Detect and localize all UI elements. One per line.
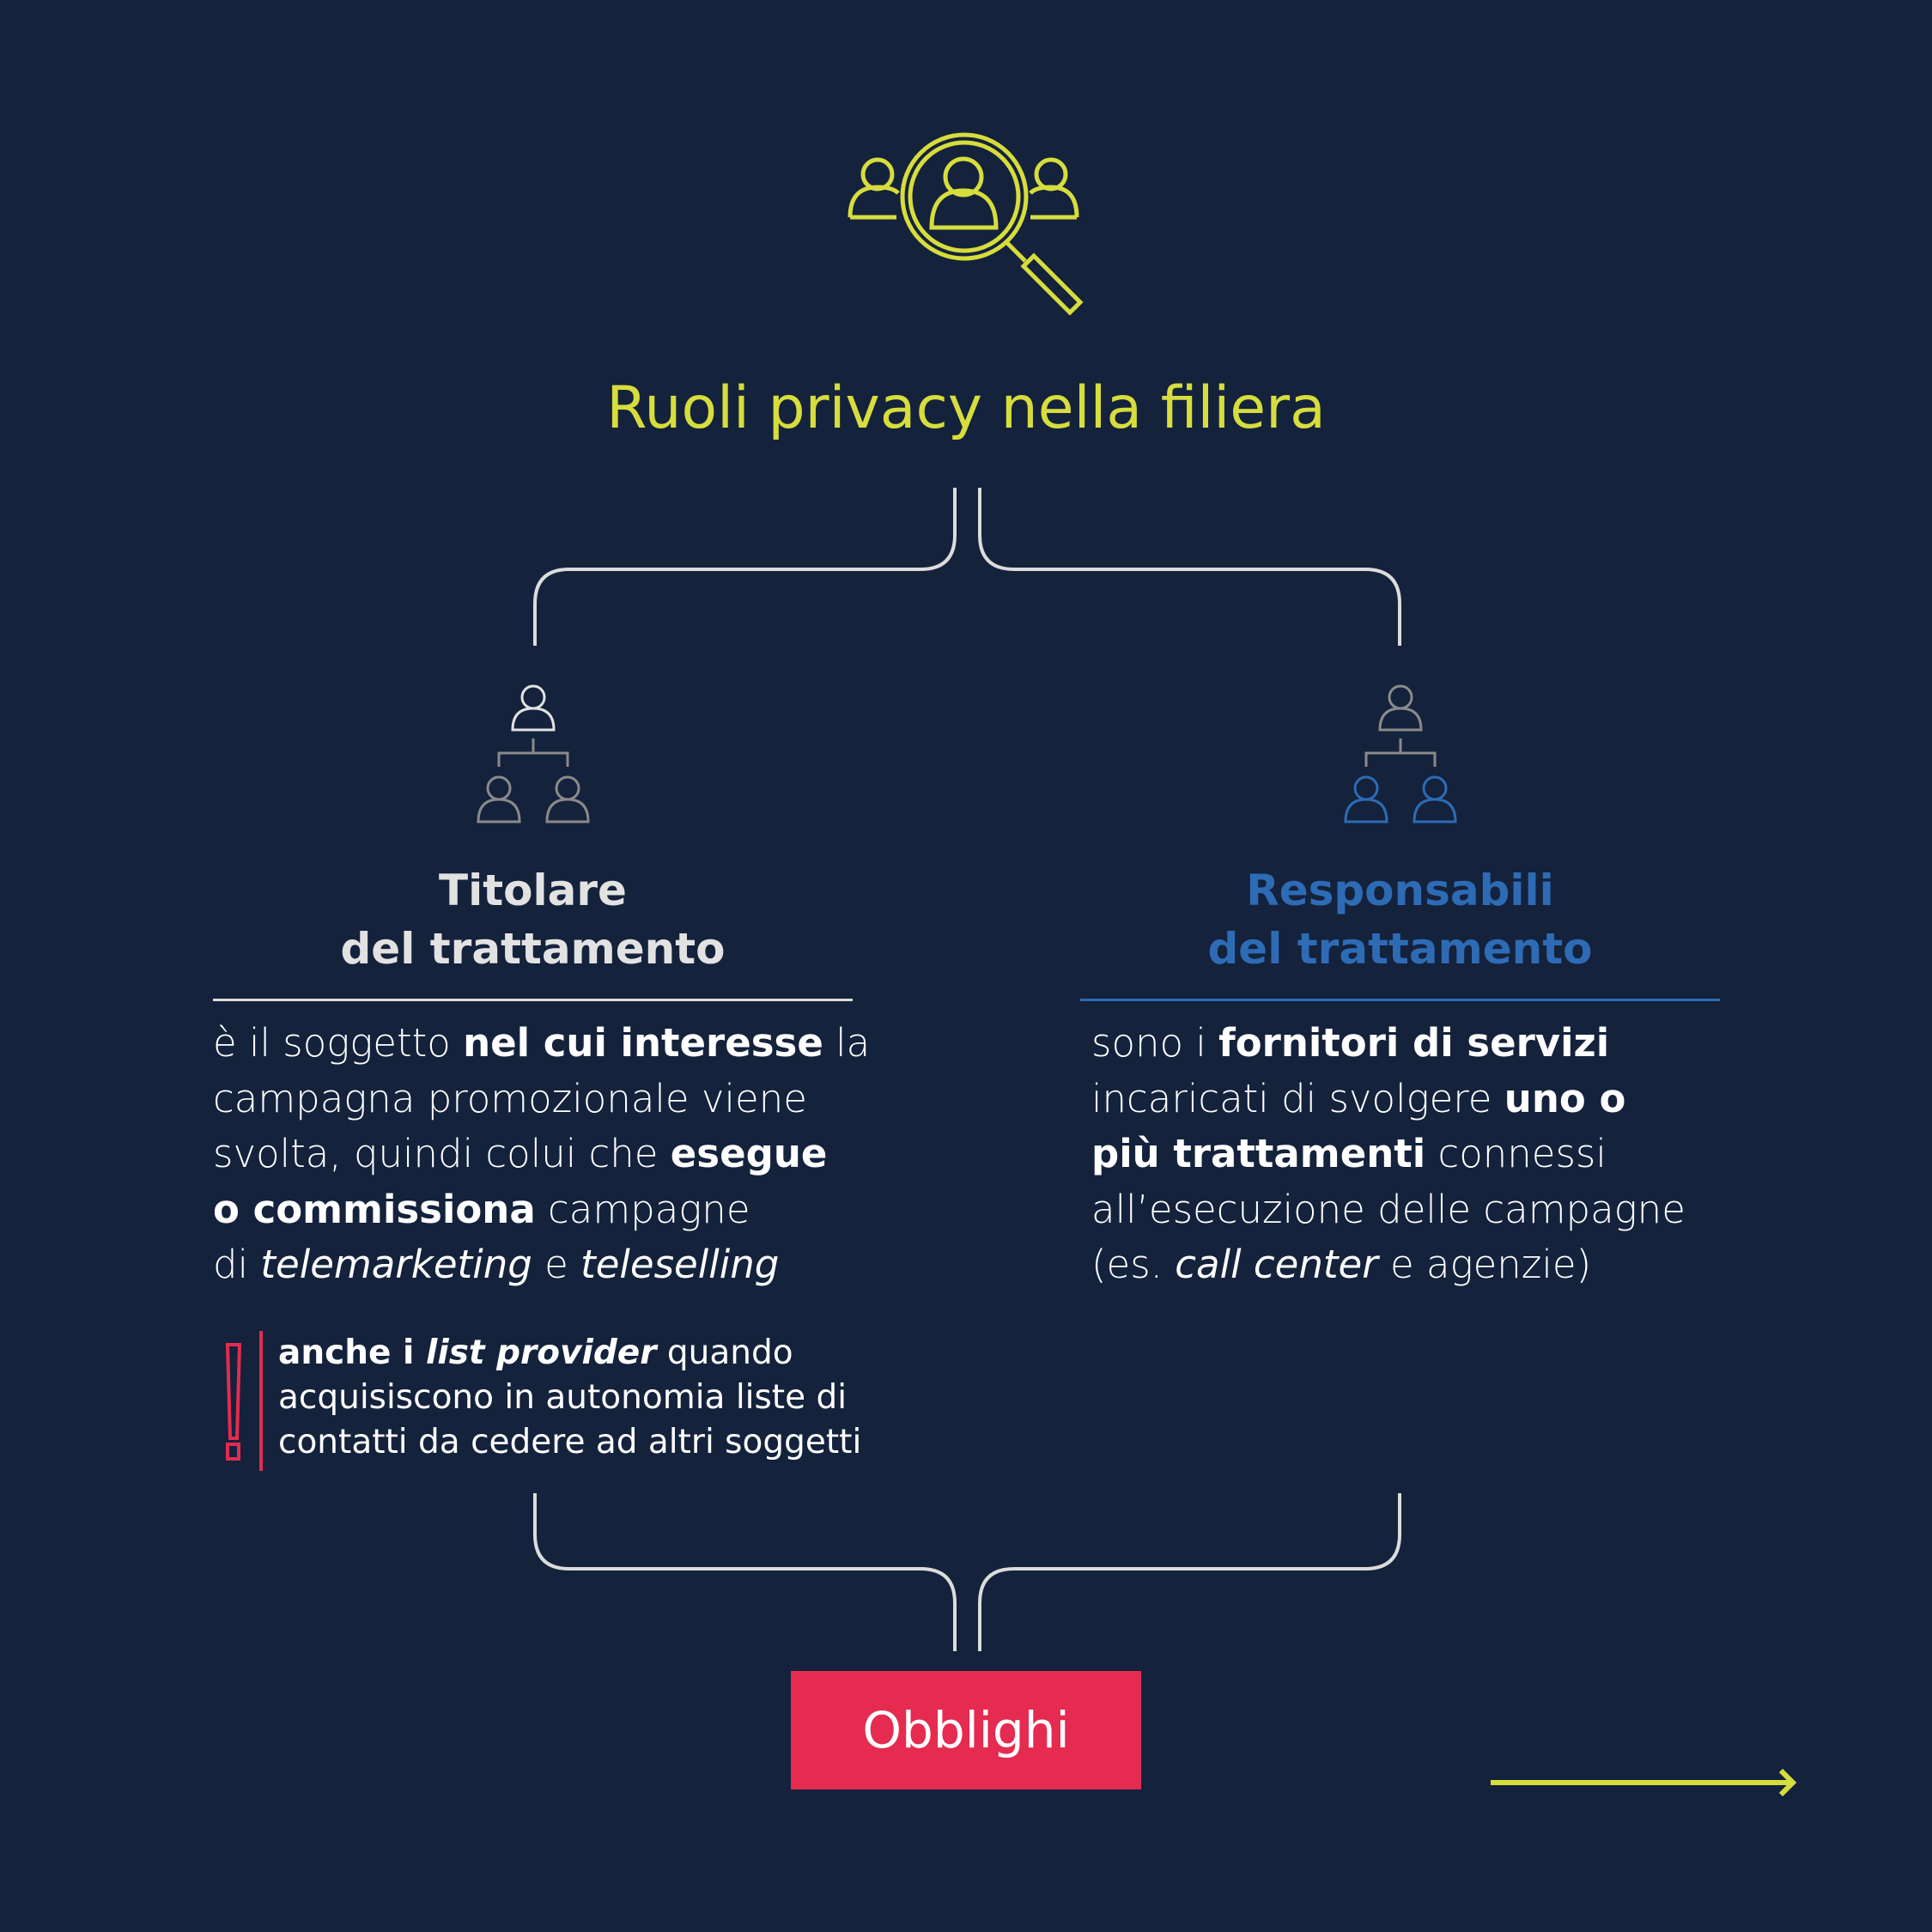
- text-segment: quando: [656, 1334, 793, 1372]
- text-segment: acquisiscono in autonomia liste di: [278, 1378, 848, 1417]
- heading-line: Titolare: [439, 866, 627, 915]
- text-segment: di: [213, 1242, 261, 1288]
- text-line: è il soggetto nel cui interesse la: [213, 1016, 870, 1072]
- text-line: campagna promozionale viene: [213, 1072, 870, 1127]
- text-line: anche i list provider quando: [278, 1331, 861, 1376]
- text-segment: campagne: [535, 1186, 750, 1232]
- bottom-bracket-right: [978, 1493, 1401, 1651]
- text-segment: svolta, quindi colui che: [213, 1131, 671, 1177]
- heading-line: Responsabili: [1246, 866, 1554, 915]
- text-line: acquisiscono in autonomia liste di: [278, 1376, 861, 1420]
- top-bracket-right: [978, 488, 1401, 646]
- text-segment: contatti da cedere ad altri soggetti: [278, 1423, 862, 1461]
- text-segment: e: [532, 1242, 581, 1288]
- text-segment: (es.: [1091, 1242, 1176, 1288]
- text-segment: campagna promozionale viene: [213, 1075, 807, 1121]
- divider-left: [213, 999, 853, 1001]
- heading-titolare: Titolare del trattamento: [213, 861, 853, 978]
- text-segment: nel cui interesse: [463, 1020, 823, 1066]
- obblighi-button[interactable]: Obblighi: [791, 1671, 1141, 1789]
- text-segment: teleselling: [580, 1242, 780, 1288]
- arrow-right-icon[interactable]: [1491, 1768, 1797, 1797]
- text-segment: list provider: [425, 1334, 657, 1372]
- heading-line: del trattamento: [340, 924, 726, 974]
- text-line: contatti da cedere ad altri soggetti: [278, 1420, 861, 1465]
- org-chart-icon-left: [477, 684, 590, 823]
- text-segment: all’esecuzione delle campagne: [1091, 1186, 1686, 1232]
- text-segment: telemarketing: [260, 1242, 532, 1288]
- top-bracket-left: [533, 488, 957, 646]
- people-search-icon: [848, 132, 1084, 316]
- text-segment: fornitori di servizi: [1218, 1020, 1610, 1066]
- divider-right: [1080, 999, 1720, 1001]
- text-segment: più trattamenti: [1091, 1131, 1426, 1177]
- text-segment: anche i: [278, 1334, 426, 1372]
- text-segment: uno o: [1504, 1075, 1626, 1121]
- note-accent-bar: [259, 1331, 263, 1471]
- org-chart-icon-right: [1344, 684, 1457, 823]
- text-line: (es. call center e agenzie): [1091, 1237, 1686, 1293]
- page-title: Ruoli privacy nella filiera: [606, 374, 1326, 442]
- text-line: all’esecuzione delle campagne: [1091, 1182, 1686, 1238]
- text-segment: esegue: [670, 1131, 828, 1177]
- text-line: o commissiona campagne: [213, 1182, 870, 1238]
- text-line: di telemarketing e teleselling: [213, 1237, 870, 1293]
- text-segment: la: [823, 1020, 871, 1066]
- exclamation-icon: [225, 1343, 242, 1461]
- text-line: sono i fornitori di servizi: [1091, 1016, 1686, 1072]
- heading-line: del trattamento: [1207, 924, 1593, 974]
- text-segment: sono i: [1091, 1020, 1219, 1066]
- text-line: più trattamenti connessi: [1091, 1127, 1686, 1182]
- text-line: svolta, quindi colui che esegue: [213, 1127, 870, 1182]
- text-segment: o commissiona: [213, 1186, 536, 1232]
- text-segment: è il soggetto: [213, 1020, 464, 1066]
- text-segment: call center: [1175, 1242, 1378, 1288]
- heading-responsabili: Responsabili del trattamento: [1080, 861, 1720, 978]
- text-segment: e agenzie): [1377, 1242, 1592, 1288]
- text-segment: connessi: [1425, 1131, 1607, 1177]
- text-segment: incaricati di svolgere: [1091, 1075, 1504, 1121]
- text-line: incaricati di svolgere uno o: [1091, 1072, 1686, 1127]
- bottom-bracket-left: [533, 1493, 957, 1651]
